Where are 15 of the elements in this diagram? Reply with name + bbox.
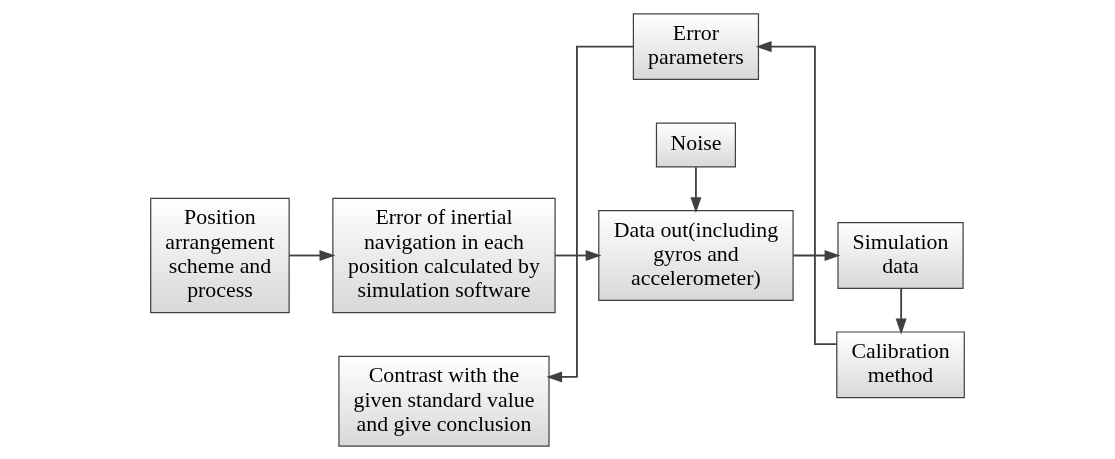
arrow [288,249,336,261]
arrow [895,286,907,334]
node-box: Contrast with the given standard value and give conclusion [338,355,550,447]
node-box: Noise [655,122,736,167]
node-box: Simulation data [837,221,964,289]
arrow [755,40,838,345]
arrow [546,45,635,382]
arrow [690,165,702,213]
node-box: Position arrangement scheme and process [150,197,290,313]
node-box: Error of inertial navigation in each position calculated by simulation software [332,197,556,313]
arrow [554,249,602,261]
arrow [792,249,841,261]
node-box: Error parameters [632,12,760,80]
node-box: Calibration method [836,330,965,398]
node-box: Data out(including gyros and accelerometer) [598,209,794,301]
